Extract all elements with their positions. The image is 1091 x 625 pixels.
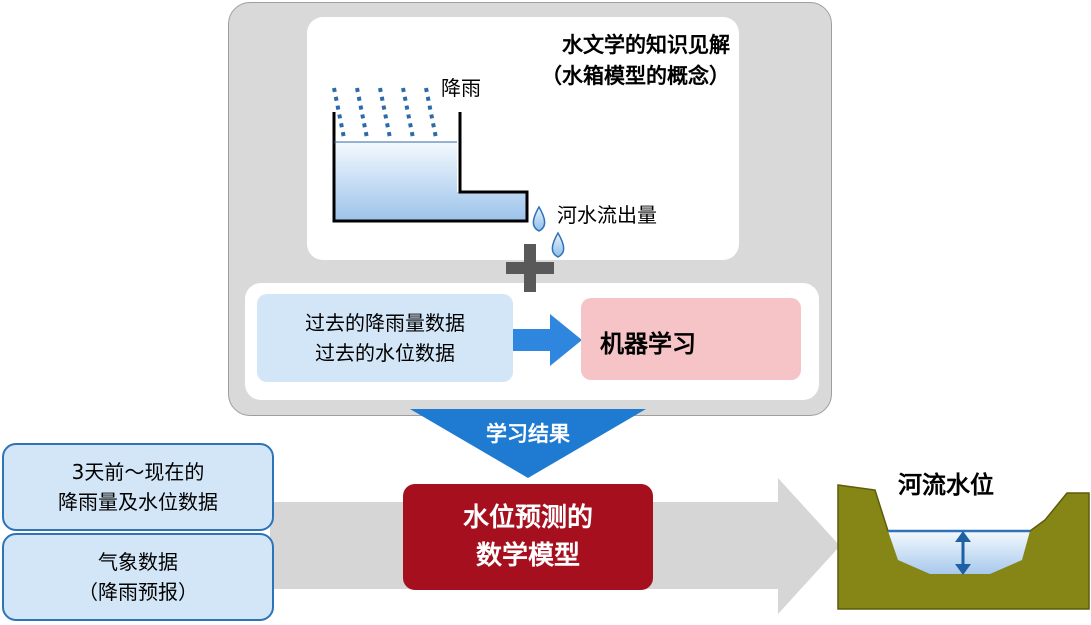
rain-icon	[332, 87, 438, 139]
learning-result-arrow	[410, 409, 646, 478]
knowledge-title-line1: 水文学的知识见解	[562, 33, 730, 57]
water-level-arrow-icon	[955, 531, 971, 575]
prediction-model-box: 水位预测的 数学模型	[403, 484, 653, 590]
historical-rain-data: 过去的降雨量数据	[305, 311, 465, 335]
weather-data-box: 气象数据 （降雨预报）	[2, 533, 274, 621]
prediction-model-line2: 数学模型	[475, 541, 580, 571]
water-drop-icon	[551, 231, 565, 258]
current-data-line2: 降雨量及水位数据	[58, 490, 218, 514]
learning-result-label: 学习结果	[486, 422, 570, 446]
plus-icon	[506, 244, 554, 292]
rain-label: 降雨	[441, 76, 481, 100]
water-drop-icon	[532, 205, 546, 232]
current-data-box: 3天前～现在的 降雨量及水位数据	[2, 443, 274, 531]
current-data-line1: 3天前～现在的	[71, 460, 205, 484]
machine-learning-box	[581, 298, 801, 380]
weather-data-line2: （降雨预报）	[78, 580, 198, 604]
prediction-model-line1: 水位预测的	[462, 503, 593, 533]
river-cross-section	[837, 484, 1090, 610]
river-level-title: 河流水位	[898, 471, 994, 499]
weather-data-line1: 气象数据	[98, 550, 178, 574]
historical-level-data: 过去的水位数据	[315, 341, 455, 365]
tank-icon	[332, 112, 529, 223]
outflow-label: 河水流出量	[557, 203, 657, 227]
historical-data-box: 过去的降雨量数据 过去的水位数据	[257, 294, 513, 382]
knowledge-title: 水文学的知识见解 （水箱模型的概念）	[480, 30, 730, 92]
arrow-right-icon	[490, 314, 582, 366]
knowledge-title-line2: （水箱模型的概念）	[541, 64, 730, 88]
machine-learning-label: 机器学习	[600, 330, 696, 358]
